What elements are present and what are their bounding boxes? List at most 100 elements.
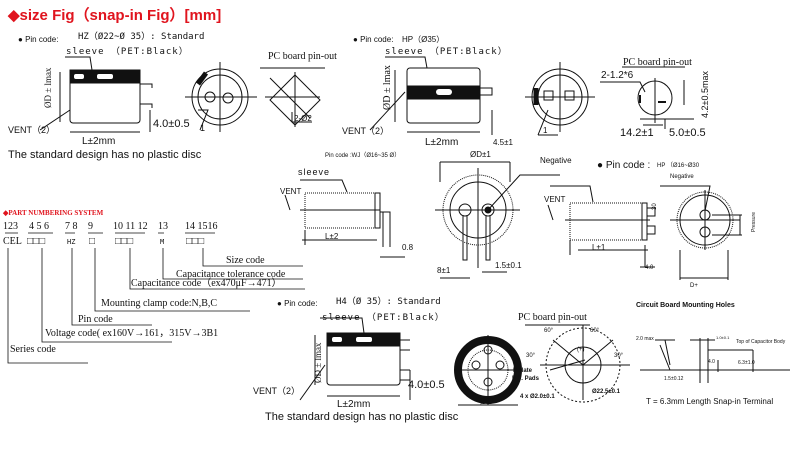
mounting-top-label: Top of Capacitor Body: [736, 339, 786, 345]
part-numbering-title: ◆PART NUMBERING SYSTEM: [3, 209, 104, 217]
label-pin-code: Pin code: [78, 314, 113, 325]
hz-note: The standard design has no plastic disc: [8, 149, 202, 161]
h4-vent-label: VENT（2）: [253, 386, 301, 396]
hp35-pin-code-label: ● Pin code:: [353, 35, 394, 44]
mounting-title: Circuit Board Mounting Holes: [636, 302, 735, 309]
hz-pin-code-label: ● Pin code:: [18, 35, 59, 44]
title-text: size Fig（snap-in Fig）[mm]: [19, 7, 222, 24]
hp35-height: 4.2±0.5max: [700, 71, 710, 118]
position-3: 7 8: [65, 221, 78, 232]
code-series: CEL: [3, 236, 22, 247]
hp-vent-label: VENT: [544, 195, 566, 204]
hp35-diameter-label: ØD ± lmax: [382, 65, 393, 110]
hp35-pin-code: HP（Ø35）: [402, 35, 445, 44]
label: Pin code :: [605, 160, 651, 171]
hp-negative-label: Negative: [670, 174, 694, 180]
position-1: 123: [3, 221, 18, 232]
position-7: 14 1516: [185, 221, 218, 232]
hz-capacitor-side: [39, 56, 153, 133]
hp-length-label: L±1: [592, 243, 606, 252]
hp35-pcb-holes: 2-1.2*6: [601, 70, 634, 81]
label: Pin code:: [284, 299, 318, 308]
wj-capacitor-side: [284, 179, 405, 258]
hp35-capacitor-side: [369, 56, 493, 135]
hz-pcb-title: PC board pin-out: [268, 51, 337, 62]
position-5: 10 11 12: [113, 221, 148, 232]
wj-diameter: ØD±1: [470, 150, 491, 159]
label-tolerance-code: Capacitance tolerance code: [176, 269, 286, 280]
h4-sleeve-label: sleeve （PET:Black）: [322, 313, 445, 323]
position-4: 9: [88, 221, 93, 232]
mounting-height2: 6.3±1.0: [738, 360, 755, 366]
mounting-max: 2.0 max: [636, 336, 654, 342]
h4-angle-30-right: 30°: [614, 353, 624, 359]
code-tolerance: M: [160, 238, 165, 246]
h4-lead-label: 4.0±0.5: [408, 379, 445, 391]
mounting-thickness: 1.0±0.1: [716, 335, 730, 340]
h4-pcb-pinout: [525, 324, 630, 403]
label-series-code: Series code: [10, 344, 56, 355]
hz-lead-label: 4.0±0.5: [153, 118, 190, 130]
hp-lead-label: 4.0: [645, 265, 654, 271]
hp35-lead-label: 4.5±1: [493, 138, 513, 147]
wj-pin-code: Pin code :WJ（Ø16~35 Ø）: [325, 153, 401, 159]
h4-holes-label: 4 x Ø2.0±0.1: [520, 394, 555, 400]
mounting-holes-diagram: [640, 338, 790, 383]
h4-angle-30-left: 30°: [526, 353, 536, 359]
h4-length-label: L±2mm: [337, 399, 371, 410]
code-voltage: □□□: [27, 236, 46, 247]
mounting-width: 1.5±0.12: [664, 376, 684, 382]
title-text: PART NUMBERING SYSTEM: [8, 209, 104, 217]
hp-height: 30: [652, 203, 658, 210]
hp-pin-code-label: ● Pin code :: [597, 160, 651, 171]
position-2: 4 5 6: [29, 221, 49, 232]
label-clamp-code: Mounting clamp code:N,B,C: [101, 298, 218, 309]
h4-capacitor-side: [299, 317, 411, 401]
hp35-sleeve-label: sleeve （PET:Black）: [385, 47, 508, 57]
hp35-pin1-label: 1: [543, 126, 548, 135]
hz-pcb-holes: 2-Ø2: [294, 114, 312, 123]
wj-sleeve-label: sleeve: [298, 167, 331, 177]
label-size-code: Size code: [226, 255, 265, 266]
hz-sleeve-label: sleeve （PET:Black）: [66, 47, 189, 57]
hz-pcb-pinout: [260, 67, 325, 127]
h4-circle-label: Ø22.5±0.1: [592, 389, 620, 395]
label: Pin code:: [360, 35, 394, 44]
label: Pin code:: [25, 35, 59, 44]
wj-lead-thickness: 0.8: [402, 243, 414, 252]
hp35-pitch: 14.2±1: [620, 127, 654, 139]
hz-pin1-label: 1: [200, 123, 206, 133]
h4-capacitor-bottom: [454, 335, 522, 406]
wj-capacitor-bottom: [435, 161, 560, 279]
h4-pcb-title: PC board pin-out: [518, 312, 587, 323]
hp-pressure: Pressure: [751, 211, 757, 232]
label-capacitance-code: Capacitance code（ex470μF→471）: [131, 278, 282, 289]
h4-pin-code: H4（Ø 35）: Standard: [336, 297, 441, 307]
part-numbering-leaders: [5, 232, 305, 364]
hz-length-label: L±2mm: [82, 136, 116, 147]
hp-capacitor-bottom: [660, 185, 742, 280]
code-capacitance: □□□: [115, 236, 134, 247]
hp35-capacitor-bottom: [525, 62, 595, 136]
h4-bottom-diameter: ØD: [480, 396, 494, 406]
wj-vent-label: VENT: [280, 187, 302, 196]
hp35-pcb-pinout: [600, 66, 694, 129]
hz-capacitor-bottom: [185, 62, 257, 132]
hp35-pcb-title: PC board pin-out: [623, 57, 692, 68]
h4-pads-label: P.C. Pads: [512, 376, 539, 382]
label-voltage-code: Voltage code( ex160V→161，315V→3B1: [45, 328, 219, 339]
hz-diameter-label: ØD ± lmax: [43, 67, 53, 108]
mounting-caption: T = 6.3mm Length Snap-in Terminal: [646, 397, 774, 406]
hp-diameter: D+: [690, 283, 698, 289]
wj-negative-label: Negative: [540, 156, 572, 165]
h4-angle-60-left: 60°: [544, 328, 554, 334]
position-6: 13: [158, 221, 168, 232]
hz-pin-code: HZ（Ø22~Ø 35）: Standard: [78, 32, 205, 42]
h4-isolate-label: Isolate: [513, 368, 533, 374]
code-pin: HZ: [67, 238, 76, 246]
hp35-offset: 5.0±0.5: [669, 127, 706, 139]
h4-angle-60-right: 60°: [590, 328, 600, 334]
h4-diameter-label: ØD ± lmax: [313, 342, 323, 383]
h4-plus-mark: (+): [577, 347, 585, 353]
code-size: □□□: [186, 236, 205, 247]
